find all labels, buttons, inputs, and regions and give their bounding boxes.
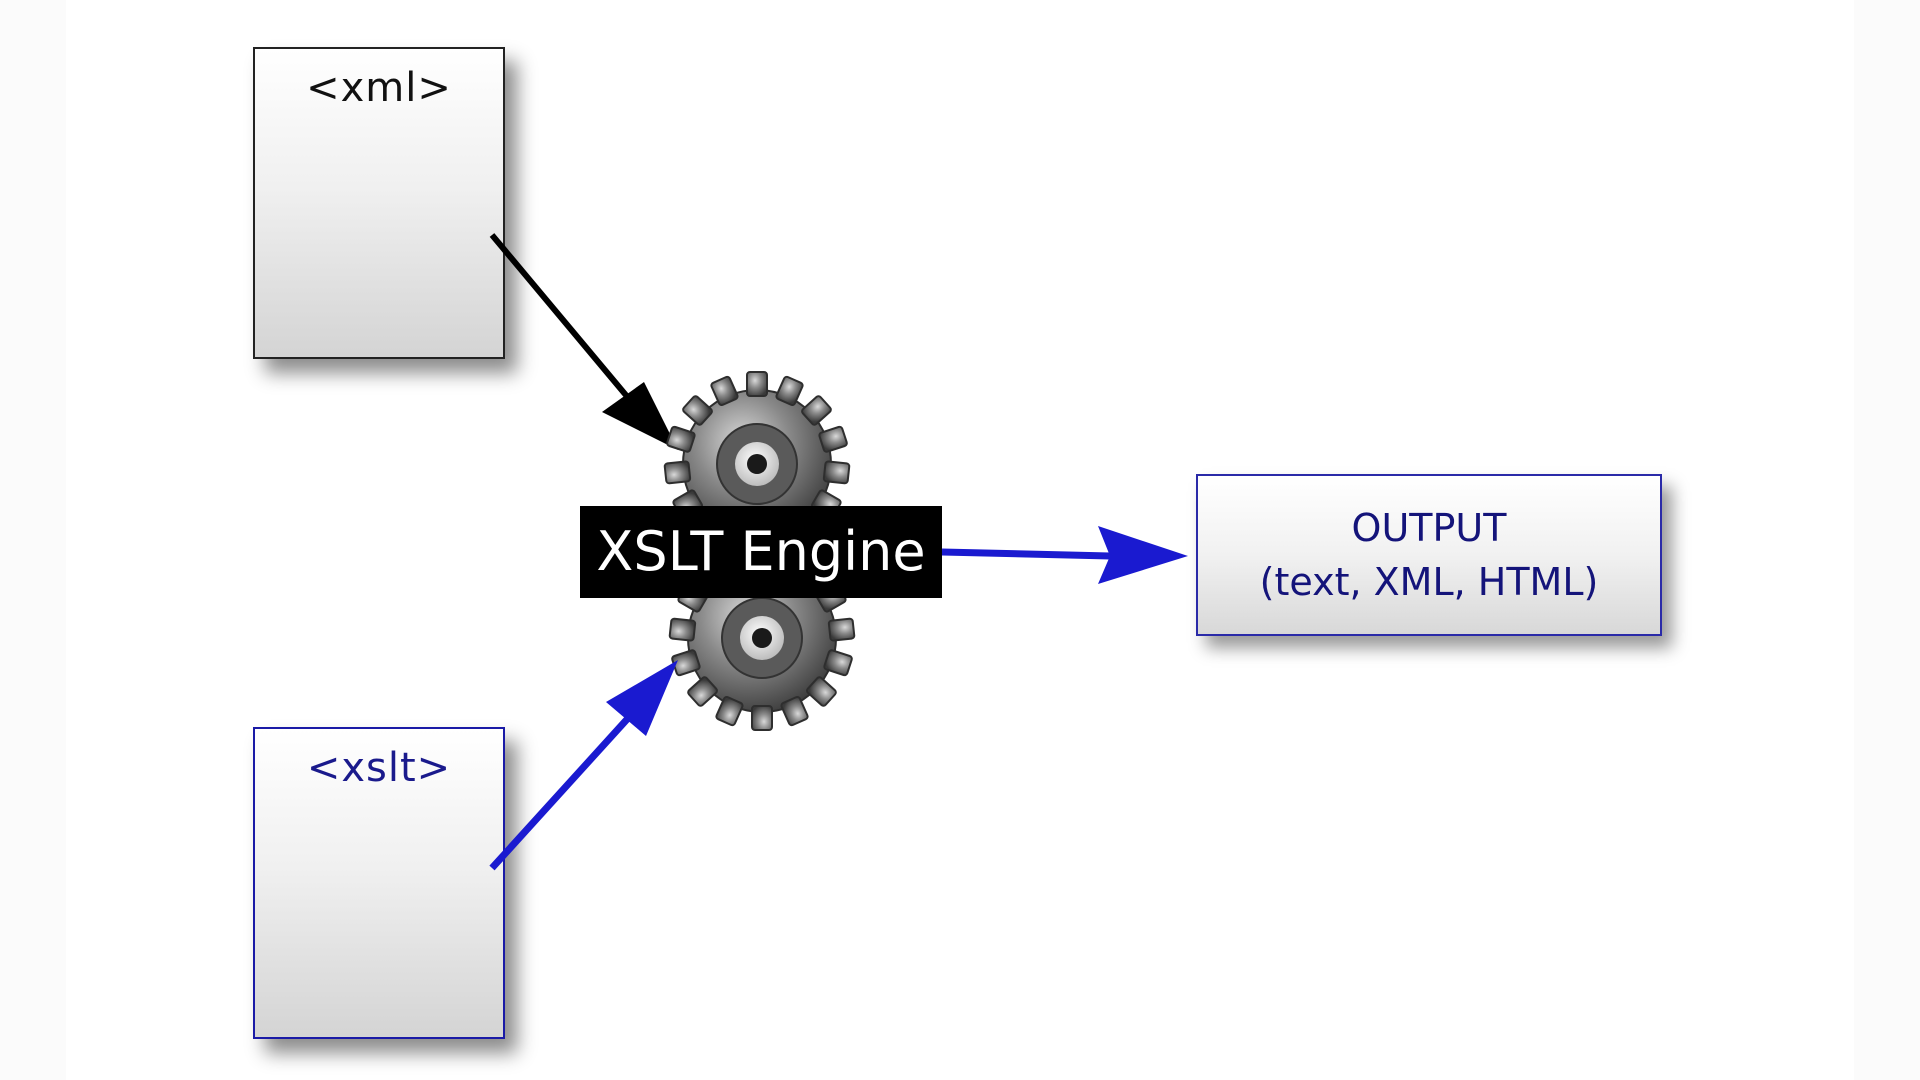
right-margin-band bbox=[1854, 0, 1920, 1080]
output-title: OUTPUT bbox=[1351, 506, 1507, 550]
left-margin-band bbox=[0, 0, 66, 1080]
xml-document-label: <xml> bbox=[306, 65, 452, 111]
xslt-document: <xslt> bbox=[253, 727, 505, 1039]
xslt-document-label: <xslt> bbox=[306, 745, 452, 791]
xml-to-engine-arrow bbox=[489, 233, 678, 450]
xslt-to-engine-arrow bbox=[489, 660, 678, 871]
output-box: OUTPUT (text, XML, HTML) bbox=[1196, 474, 1662, 636]
engine-to-output-arrow bbox=[941, 526, 1188, 584]
xslt-engine-label: XSLT Engine bbox=[580, 506, 942, 598]
xml-document: <xml> bbox=[253, 47, 505, 359]
gear-icon bbox=[663, 371, 856, 731]
output-formats: (text, XML, HTML) bbox=[1259, 560, 1599, 604]
